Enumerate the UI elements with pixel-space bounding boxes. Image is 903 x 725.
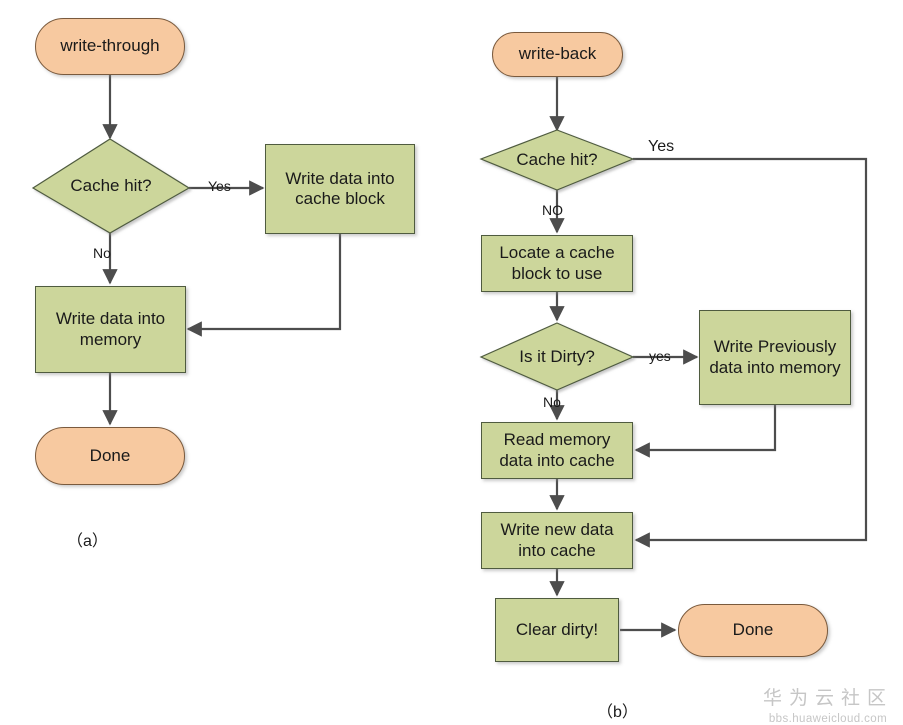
node-b-decision-is-dirty[interactable]: Is it Dirty? bbox=[481, 323, 633, 390]
edge-label-b-dirty-no: No bbox=[543, 394, 561, 410]
edge-a-cacheblock-to-memory bbox=[186, 234, 342, 337]
node-a-decision-label: Cache hit? bbox=[70, 176, 152, 195]
edge-label-b-cache-hit-no: NO bbox=[542, 202, 563, 218]
node-b-write-new[interactable]: Write new data into cache bbox=[481, 512, 633, 569]
node-a-end-done[interactable]: Done bbox=[35, 427, 185, 485]
node-b-read-memory[interactable]: Read memory data into cache bbox=[481, 422, 633, 479]
node-b-decision-cache-hit[interactable]: Cache hit? bbox=[481, 130, 633, 190]
watermark-brand: 华为云社区 bbox=[762, 687, 893, 709]
watermark: 华为云社区 bbs.huaweicloud.com bbox=[758, 683, 898, 725]
edge-label-b-dirty-yes: yes bbox=[649, 348, 671, 364]
edge-b-writeprev-to-readmem bbox=[634, 405, 777, 458]
node-b-write-previously-label: Write Previously data into memory bbox=[709, 337, 841, 377]
node-a-write-cache-block[interactable]: Write data into cache block bbox=[265, 144, 415, 234]
node-a-decision-cache-hit[interactable]: Cache hit? bbox=[33, 139, 189, 233]
node-b-clear-dirty[interactable]: Clear dirty! bbox=[495, 598, 619, 662]
edge-label-a-no: No bbox=[93, 245, 111, 261]
node-a-start-write-through[interactable]: write-through bbox=[35, 18, 185, 75]
node-a-write-memory[interactable]: Write data into memory bbox=[35, 286, 186, 373]
decision-b-is-dirty-shape bbox=[479, 322, 635, 391]
node-a-start-label: write-through bbox=[60, 36, 160, 56]
edge-label-a-yes: Yes bbox=[208, 178, 231, 194]
edge-b-yes-to-writenew bbox=[633, 157, 868, 548]
node-b-start-label: write-back bbox=[518, 44, 597, 64]
decision-b-cache-hit-shape bbox=[479, 129, 635, 191]
node-b-write-previously[interactable]: Write Previously data into memory bbox=[699, 310, 851, 405]
node-b-is-dirty-label: Is it Dirty? bbox=[519, 346, 595, 366]
figure-label-a: （a） bbox=[67, 533, 108, 550]
node-b-locate-block-label: Locate a cache block to use bbox=[499, 243, 615, 283]
watermark-url: bbs.huaweicloud.com bbox=[768, 713, 888, 725]
node-b-start-write-back[interactable]: write-back bbox=[492, 32, 623, 77]
node-b-clear-dirty-label: Clear dirty! bbox=[515, 619, 599, 639]
node-b-cache-hit-label: Cache hit? bbox=[516, 150, 598, 169]
decision-a-cache-hit-shape bbox=[31, 138, 191, 234]
node-a-end-label: Done bbox=[89, 445, 131, 465]
node-b-locate-block[interactable]: Locate a cache block to use bbox=[481, 235, 633, 292]
node-b-read-memory-label: Read memory data into cache bbox=[499, 430, 615, 470]
node-b-write-new-label: Write new data into cache bbox=[500, 520, 614, 560]
node-b-end-label: Done bbox=[732, 620, 774, 640]
node-a-write-cache-block-label: Write data into cache block bbox=[285, 168, 395, 208]
node-b-end-done[interactable]: Done bbox=[678, 604, 828, 657]
figure-label-b: （b） bbox=[597, 704, 638, 721]
node-a-write-memory-label: Write data into memory bbox=[55, 309, 166, 349]
edge-label-b-cache-hit-yes: Yes bbox=[648, 138, 675, 155]
